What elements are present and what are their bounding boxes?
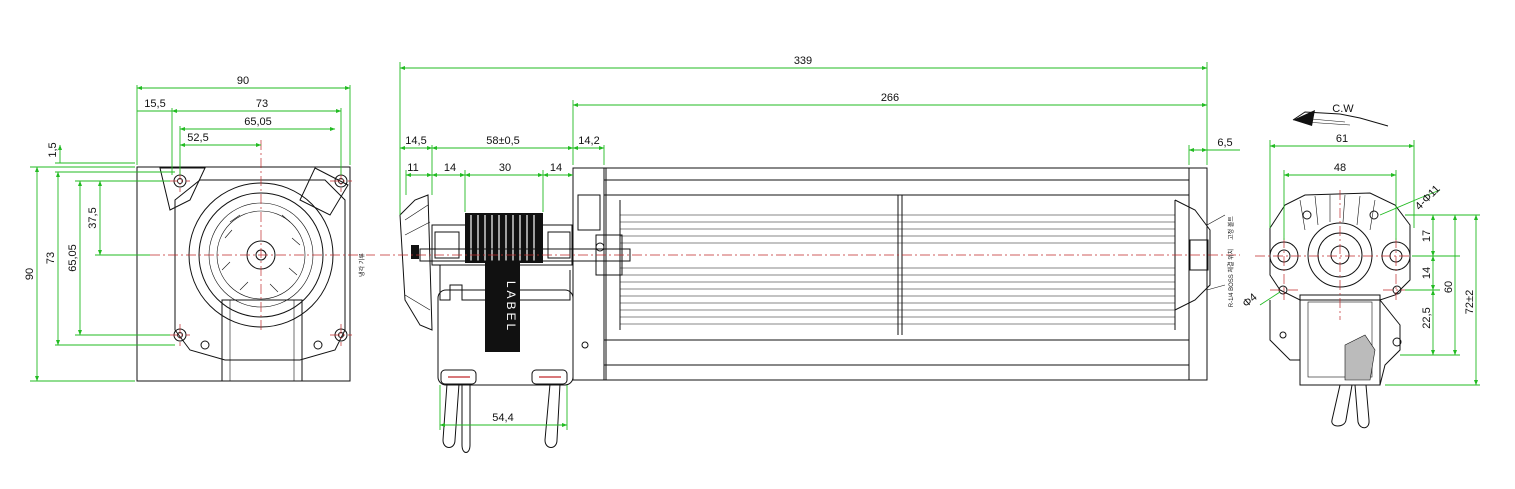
side-impeller-housing: [603, 167, 1190, 381]
dim-side-14a: 14: [444, 162, 456, 174]
dim-side-bearing-gap: 14,2: [578, 135, 599, 147]
side-view: LABEL: [358, 55, 1240, 453]
dim-front-diameter-spacing: 65,05: [244, 116, 272, 128]
dim-end-22-5: 22,5: [1421, 307, 1433, 328]
dim-end-width-61: 61: [1336, 133, 1348, 145]
dim-end-holes: 4-Φ11: [1413, 183, 1443, 213]
front-mount-holes: [173, 174, 348, 350]
rotation-direction: C.W: [1332, 103, 1354, 115]
dim-side-motor-body: 58±0,5: [486, 135, 520, 147]
dim-side-14b: 14: [550, 162, 562, 174]
side-motor-stack: [465, 213, 543, 263]
dim-end-14: 14: [1421, 267, 1433, 279]
dim-front-half-spacing: 52,5: [187, 132, 208, 144]
dim-end-72: 72±2: [1464, 290, 1476, 314]
side-note-left: 냉각 기류: [358, 253, 366, 277]
front-motor-housing: [174, 179, 346, 361]
front-view: 90 73 15,5 65,05 52,5 1,5 90 73 65,05 37…: [24, 75, 375, 382]
dim-end-17: 17: [1421, 230, 1433, 242]
dim-end-hole-dia: Φ4: [1241, 291, 1260, 310]
side-note-right-bottom: R-1/4 BOSS 체결 위치: [1227, 249, 1235, 307]
dim-front-hole-spacing: 73: [256, 98, 268, 110]
dim-side-impeller-length: 266: [881, 92, 899, 104]
dim-front-overall-height: 90: [24, 268, 36, 280]
dim-side-wire-spacing: 54,4: [492, 412, 513, 424]
dim-front-vertical-diameter: 65,05: [67, 244, 79, 272]
side-note-right-top: 고정 볼트: [1228, 216, 1235, 240]
side-motor-label: LABEL: [504, 281, 518, 333]
rotation-arrow: [1292, 111, 1389, 127]
dim-side-total-length: 339: [794, 55, 812, 67]
dim-front-side-offset: 15,5: [144, 98, 165, 110]
end-view: C.W: [1241, 103, 1480, 429]
side-cap-stud: [411, 245, 419, 259]
side-label-plate: [485, 262, 520, 352]
side-left-bracket: [572, 167, 607, 381]
front-motor-body: [221, 299, 303, 382]
dim-side-motor-left: 14,5: [405, 135, 426, 147]
dim-side-30: 30: [499, 162, 511, 174]
dim-side-11: 11: [407, 162, 418, 174]
dim-side-end-gap: 6,5: [1217, 137, 1232, 149]
dim-front-top-gap: 1,5: [47, 142, 59, 157]
dim-end-60: 60: [1443, 281, 1455, 293]
dim-front-overall-width: 90: [237, 75, 249, 87]
side-cooling-cap: [399, 194, 433, 331]
dim-front-center-height: 37,5: [87, 207, 99, 228]
side-right-bracket: [1188, 167, 1208, 381]
dim-end-width-48: 48: [1334, 162, 1346, 174]
dim-front-vertical-holes: 73: [45, 252, 57, 264]
